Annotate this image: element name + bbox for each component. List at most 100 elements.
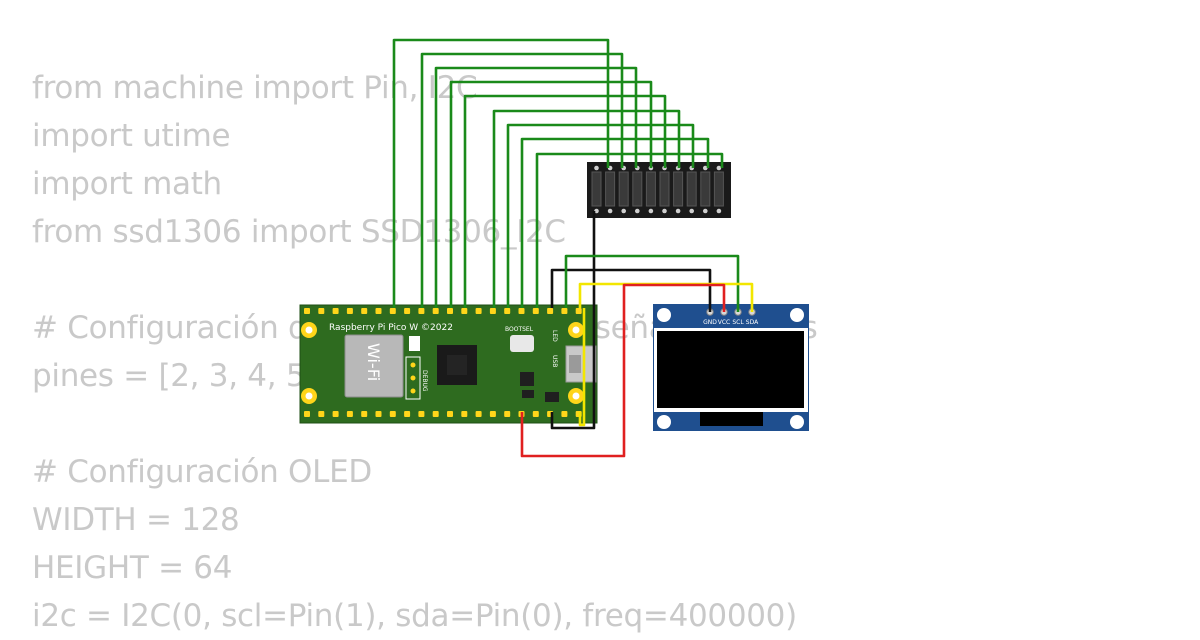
led-segment <box>632 171 643 207</box>
usb-port <box>569 355 581 373</box>
pico-pin <box>404 308 411 314</box>
pico-pin <box>389 308 396 314</box>
pico-pin <box>575 308 582 314</box>
bootsel-label: BOOTSEL <box>505 326 534 333</box>
pico-pin <box>489 411 496 417</box>
pico-pin <box>346 308 353 314</box>
oled-pin-label: SDA <box>746 319 759 326</box>
led-segment <box>605 171 616 207</box>
led-pin <box>716 165 722 171</box>
mounting-hole-center <box>572 392 580 400</box>
pico-pin <box>404 411 411 417</box>
led-segment <box>591 171 602 207</box>
debug-pin <box>410 362 416 368</box>
led-label: LED <box>551 330 558 342</box>
pico-pin <box>561 308 568 314</box>
pico-pin <box>532 308 539 314</box>
pico-pin <box>461 411 468 417</box>
component <box>522 390 534 398</box>
pico-pin <box>518 308 525 314</box>
data-wire <box>392 38 610 308</box>
pico-pin <box>318 411 325 417</box>
led-pin <box>689 208 694 214</box>
pico-board[interactable]: Raspberry Pi Pico W ©2022 Wi-Fi DEBUG BO… <box>299 304 598 424</box>
pico-pin <box>418 308 425 314</box>
pico-pin <box>389 411 396 417</box>
pico-pin <box>375 308 382 314</box>
pico-pin <box>432 308 439 314</box>
oled-mount-hole <box>657 415 671 429</box>
led-bar-graph[interactable] <box>587 162 731 218</box>
debug-pin <box>410 375 416 381</box>
code-line: import math <box>32 166 222 202</box>
data-wire <box>434 66 638 308</box>
pico-pin <box>532 411 539 417</box>
pico-pin <box>332 308 339 314</box>
gnd-wire <box>550 268 712 312</box>
pico-pin <box>346 411 353 417</box>
pico-pin <box>475 308 482 314</box>
pad <box>409 336 420 351</box>
pico-pin <box>418 411 425 417</box>
oled-mount-hole <box>657 308 671 322</box>
usb-label: USB <box>551 355 558 367</box>
mounting-hole-center <box>305 326 313 334</box>
pico-pin <box>304 308 310 314</box>
pico-pin <box>504 308 511 314</box>
pico-pin <box>489 308 496 314</box>
led-segment <box>686 171 697 207</box>
pico-title: Raspberry Pi Pico W ©2022 <box>329 323 453 333</box>
oled-mount-hole <box>790 415 804 429</box>
gnd-wire <box>550 211 596 430</box>
oled-ribbon <box>700 412 763 426</box>
code-line: i2c = I2C(0, scl=Pin(1), sda=Pin(0), fre… <box>32 598 797 634</box>
led-pin <box>607 208 613 214</box>
led-pin <box>648 208 654 214</box>
led-pin <box>703 165 708 171</box>
oled-mount-hole <box>790 308 804 322</box>
code-line: import utime <box>32 118 231 154</box>
oled-screen <box>657 331 804 408</box>
debug-pin <box>410 388 416 394</box>
code-line: HEIGHT = 64 <box>32 550 233 586</box>
led-pin <box>703 208 708 214</box>
pico-pin <box>561 411 568 417</box>
bootsel-button[interactable] <box>510 335 534 352</box>
pico-pin <box>361 308 368 314</box>
mounting-hole-center <box>305 392 313 400</box>
led-segment <box>618 171 629 207</box>
led-pin <box>621 208 626 214</box>
led-segment <box>673 171 684 207</box>
pico-pin <box>461 308 468 314</box>
pico-top-pin-row <box>304 308 582 314</box>
data-wire <box>463 94 667 308</box>
pico-pin <box>447 308 453 314</box>
led-segment <box>659 171 670 207</box>
component <box>520 372 534 386</box>
pico-pin <box>304 411 310 417</box>
mounting-hole-center <box>572 326 580 334</box>
led-segment <box>645 171 656 207</box>
led-pin <box>662 208 667 214</box>
code-line: # Configuración OLED <box>32 454 372 490</box>
pico-outline <box>299 304 598 424</box>
led-pin <box>716 208 722 214</box>
led-pin <box>675 208 681 214</box>
pico-pin <box>475 411 482 417</box>
oled-pin-label: GND <box>703 319 717 326</box>
vcc-wire <box>520 283 726 458</box>
wifi-label: Wi-Fi <box>364 343 383 381</box>
led-pin <box>594 208 599 214</box>
data-wire <box>535 152 724 308</box>
pico-pin <box>361 411 368 417</box>
pico-pin <box>504 411 511 417</box>
sda-wire <box>578 308 586 427</box>
wires <box>392 38 754 458</box>
pico-bottom-pin-row <box>304 411 582 417</box>
wifi-module <box>344 334 404 398</box>
pico-pin <box>375 411 382 417</box>
led-pin <box>594 165 599 171</box>
pico-pin <box>332 411 339 417</box>
